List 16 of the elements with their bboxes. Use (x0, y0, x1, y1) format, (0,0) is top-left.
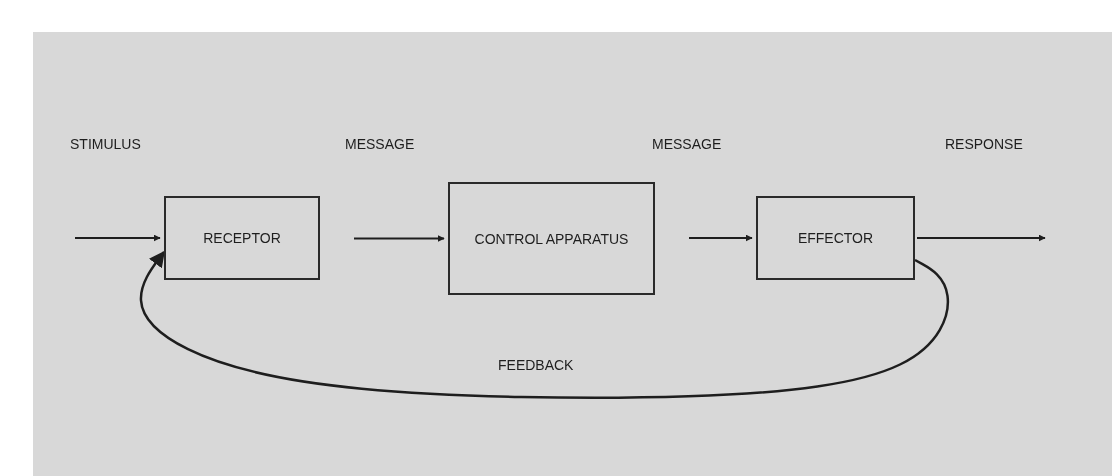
box-label: EFFECTOR (797, 229, 874, 248)
box-label: CONTROL APPARATUS (474, 229, 629, 249)
process-box (448, 182, 655, 295)
arrow (688, 234, 753, 242)
signal-label: RESPONSE (945, 136, 1023, 152)
arrow (916, 234, 1046, 242)
feedback-arrow (139, 250, 949, 399)
process-box (756, 196, 915, 280)
signal-label: MESSAGE (652, 136, 722, 152)
arrow (353, 235, 445, 242)
arrow (74, 234, 161, 242)
process-box (164, 196, 320, 280)
signal-label: MESSAGE (345, 136, 415, 152)
signal-label: STIMULUS (70, 136, 141, 152)
edge-label: FEEDBACK (498, 357, 574, 373)
box-label: RECEPTOR (203, 229, 281, 248)
